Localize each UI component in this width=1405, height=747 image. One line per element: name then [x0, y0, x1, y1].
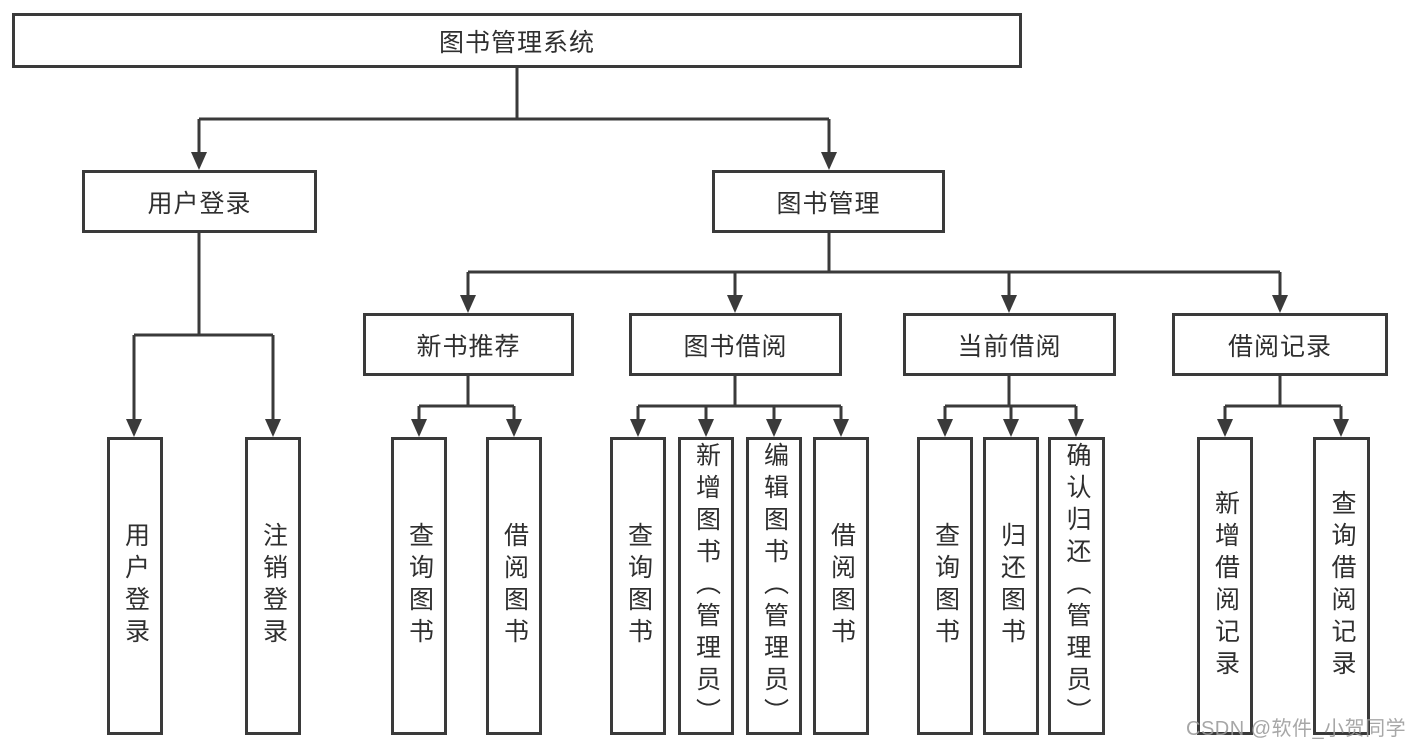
leaf-query-books-current: 查询图书	[917, 437, 973, 735]
leaf-add-borrow-record: 新增借阅记录	[1197, 437, 1253, 735]
node-root-system: 图书管理系统	[12, 13, 1022, 68]
node-label: 用户登录	[147, 189, 252, 218]
leaf-borrow-books: 借阅图书	[813, 437, 869, 735]
leaf-borrow-books-recommend: 借阅图书	[486, 437, 542, 735]
leaf-label: 新增借阅记录	[1211, 490, 1240, 682]
node-label: 图书借阅	[683, 332, 788, 361]
node-user-login: 用户登录	[82, 170, 317, 233]
leaf-query-books-recommend: 查询图书	[391, 437, 447, 735]
node-book-management: 图书管理	[712, 170, 945, 233]
leaf-label: 用户登录	[121, 522, 150, 650]
arrowheads	[126, 152, 1349, 437]
node-label: 借阅记录	[1227, 332, 1332, 361]
leaf-label: 借阅图书	[827, 522, 856, 650]
node-label: 新书推荐	[416, 332, 521, 361]
leaf-query-books-borrow: 查询图书	[610, 437, 666, 735]
node-new-book-recommend: 新书推荐	[363, 313, 574, 376]
csdn-watermark: CSDN @软件_小贺同学	[1186, 718, 1405, 740]
leaf-label: 编辑图书（管理员）	[760, 442, 789, 730]
leaf-query-borrow-record: 查询借阅记录	[1313, 437, 1370, 735]
leaf-label: 借阅图书	[500, 522, 529, 650]
node-label: 当前借阅	[957, 332, 1062, 361]
leaf-label: 查询图书	[405, 522, 434, 650]
node-current-borrow: 当前借阅	[903, 313, 1116, 376]
leaf-label: 查询图书	[624, 522, 653, 650]
leaf-label: 归还图书	[997, 522, 1026, 650]
node-label: 图书管理系统	[438, 28, 595, 57]
leaf-logout: 注销登录	[245, 437, 301, 735]
leaf-label: 确认归还（管理员）	[1063, 442, 1091, 730]
leaf-confirm-return-admin: 确认归还（管理员）	[1048, 437, 1105, 735]
leaf-label: 新增图书（管理员）	[692, 442, 721, 730]
leaf-add-book-admin: 新增图书（管理员）	[678, 437, 734, 735]
node-label: 图书管理	[776, 189, 881, 218]
leaf-label: 注销登录	[259, 522, 288, 650]
leaf-label: 查询借阅记录	[1328, 490, 1356, 682]
leaf-return-book: 归还图书	[983, 437, 1039, 735]
node-book-borrow: 图书借阅	[629, 313, 842, 376]
leaf-edit-book-admin: 编辑图书（管理员）	[746, 437, 802, 735]
leaf-user-login: 用户登录	[107, 437, 163, 735]
node-borrow-records: 借阅记录	[1172, 313, 1388, 376]
leaf-label: 查询图书	[931, 522, 960, 650]
